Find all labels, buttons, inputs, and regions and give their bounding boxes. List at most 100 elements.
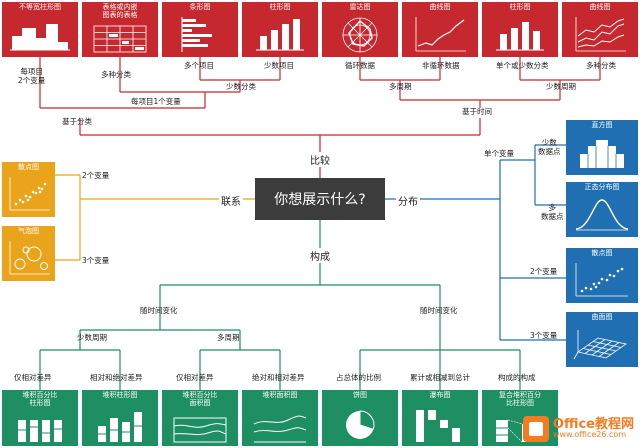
card-title: 条形图 bbox=[189, 3, 211, 11]
label-single-or-few: 单个或少数分类 bbox=[496, 61, 549, 70]
label-cyclic: 循环数据 bbox=[345, 61, 375, 70]
label-rel-only: 仅相对差异 bbox=[14, 373, 52, 382]
label-over-time: 随时间变化 bbox=[140, 306, 178, 315]
card-line-chart: 曲线图 bbox=[402, 2, 478, 57]
label-few-categories: 少数分类 bbox=[226, 82, 256, 91]
card-title: 表格或内嵌 图表的表格 bbox=[102, 3, 138, 19]
label-many-points: 多 数据点 bbox=[541, 203, 564, 221]
card-bar-chart: 条形图 bbox=[162, 2, 238, 57]
watermark-brand: Office教程网 bbox=[552, 416, 634, 432]
label-by-time: 基于时间 bbox=[462, 107, 492, 116]
card-waterfall: 瀑布图 bbox=[402, 390, 478, 446]
branch-composition: 构成 bbox=[308, 248, 332, 263]
card-pie: 饼图 bbox=[322, 390, 398, 446]
label-many-items: 多个项目 bbox=[184, 61, 214, 70]
stacked-percent-area-icon bbox=[173, 417, 227, 443]
bubble-icon bbox=[9, 241, 50, 275]
waterfall-icon bbox=[416, 410, 460, 442]
label-few-points: 少数 数据点 bbox=[538, 138, 561, 156]
card-variable-width-column: 不等宽柱形图 bbox=[2, 2, 78, 57]
card-title: 散点图 bbox=[591, 249, 613, 257]
label-accum: 累计或相减到总计 bbox=[410, 373, 470, 382]
label-dist-two-vars: 2个变量 bbox=[530, 267, 558, 276]
watermark-url: www.office26.com bbox=[552, 430, 627, 440]
card-title: 堆积面积图 bbox=[262, 391, 298, 399]
pie-chart-icon bbox=[346, 410, 375, 439]
card-title: 直方图 bbox=[591, 121, 613, 129]
card-scatter-2: 散点图 bbox=[566, 248, 638, 303]
label-one-var-per-item: 每项目1个变量 bbox=[131, 97, 181, 106]
label-rel-abs: 相对和绝对差异 bbox=[90, 373, 143, 382]
card-radar-chart: 雷达图 bbox=[322, 2, 398, 57]
label-few-items: 少数项目 bbox=[264, 61, 294, 70]
surface-chart-icon bbox=[573, 330, 627, 360]
label-per-item-two-vars: 每项目 2个变量 bbox=[18, 67, 46, 85]
card-stacked-pct-column: 堆积百分比 柱形图 bbox=[2, 390, 78, 446]
card-surface: 曲面图 bbox=[566, 312, 638, 367]
card-stacked-pct-area: 堆积百分比 面积图 bbox=[162, 390, 238, 446]
column-chart-icon bbox=[256, 19, 304, 51]
label-relation-three-vars: 3个变量 bbox=[82, 256, 110, 265]
label-single-var: 单个变量 bbox=[484, 149, 514, 158]
card-histogram: 直方图 bbox=[566, 120, 638, 175]
card-title: 雷达图 bbox=[349, 3, 371, 11]
label-rel-only-2: 仅相对差异 bbox=[176, 373, 214, 382]
histogram-icon bbox=[580, 140, 624, 168]
table-icon bbox=[93, 25, 147, 53]
column-chart-icon bbox=[496, 22, 544, 51]
card-column-chart-2: 柱形图 bbox=[482, 2, 558, 57]
card-title: 堆积百分比 柱形图 bbox=[22, 391, 58, 407]
stacked-area-icon bbox=[253, 415, 307, 443]
card-table-embedded: 表格或内嵌 图表的表格 bbox=[82, 2, 158, 57]
line-chart-icon bbox=[415, 17, 466, 52]
normal-distribution-icon bbox=[575, 199, 629, 231]
label-comp-few-periods: 少数周期 bbox=[77, 333, 107, 342]
center-question: 你想展示什么? bbox=[255, 178, 385, 220]
card-title: 饼图 bbox=[353, 391, 367, 399]
card-stacked-column: 堆积柱形图 bbox=[82, 390, 158, 446]
branch-relation: 联系 bbox=[219, 193, 243, 208]
card-normal-distribution: 正态分布图 bbox=[566, 182, 638, 237]
card-title: 不等宽柱形图 bbox=[19, 3, 61, 11]
card-title: 复合堆积百分 比柱形图 bbox=[499, 391, 541, 407]
card-title: 曲线图 bbox=[429, 3, 451, 11]
label-abs-rel: 绝对和相对差异 bbox=[252, 373, 305, 382]
card-bubble: 气泡图 bbox=[2, 226, 55, 281]
label-component: 构成的构成 bbox=[498, 373, 536, 382]
card-title: 散点图 bbox=[18, 163, 39, 171]
stacked-column-icon bbox=[98, 412, 142, 442]
label-multi-category: 多种分类 bbox=[101, 70, 131, 79]
card-stacked-area: 堆积面积图 bbox=[242, 390, 318, 446]
card-title: 正态分布图 bbox=[584, 183, 620, 191]
stacked-percent-column-icon bbox=[18, 420, 62, 442]
label-relation-two-vars: 2个变量 bbox=[82, 171, 110, 180]
card-title: 曲面图 bbox=[591, 313, 613, 321]
scatter-icon bbox=[9, 177, 50, 211]
card-title: 气泡图 bbox=[18, 227, 39, 235]
card-title: 堆积百分比 面积图 bbox=[182, 391, 218, 407]
card-multi-line-chart: 曲线图 bbox=[562, 2, 638, 57]
radar-chart-icon bbox=[342, 17, 378, 53]
card-title: 柱形图 bbox=[269, 3, 291, 11]
bar-chart-icon bbox=[181, 17, 212, 52]
watermark: Office教程网 www.office26.com bbox=[522, 416, 634, 442]
card-title: 堆积柱形图 bbox=[102, 391, 138, 399]
label-over-time-2: 随时间变化 bbox=[420, 306, 458, 315]
card-title: 曲线图 bbox=[589, 3, 611, 11]
card-title: 柱形图 bbox=[509, 3, 531, 11]
label-dist-three-vars: 3个变量 bbox=[530, 331, 558, 340]
multi-line-chart-icon bbox=[575, 17, 626, 52]
label-by-category: 基于分类 bbox=[62, 117, 92, 126]
label-many-category: 多种分类 bbox=[586, 61, 616, 70]
label-comp-many-periods: 多周期 bbox=[217, 333, 240, 342]
label-non-cyclic: 非循环数据 bbox=[422, 61, 460, 70]
branch-distribution: 分布 bbox=[396, 193, 420, 208]
label-few-periods: 少数周期 bbox=[546, 82, 576, 91]
office-logo-icon bbox=[522, 416, 549, 442]
variable-width-column-icon bbox=[10, 24, 70, 51]
card-title: 瀑布图 bbox=[429, 391, 451, 399]
label-share: 占总体的比例 bbox=[336, 373, 381, 382]
branch-compare: 比较 bbox=[308, 152, 332, 167]
card-column-chart: 柱形图 bbox=[242, 2, 318, 57]
